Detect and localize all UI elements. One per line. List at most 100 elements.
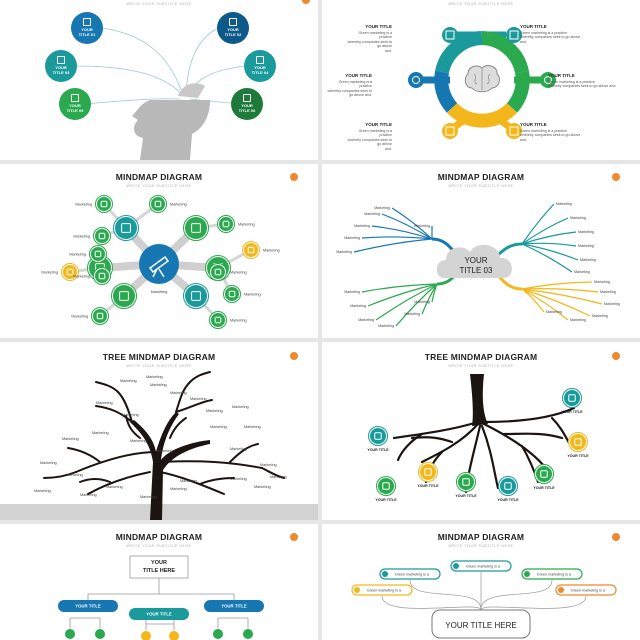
label-text: Marketing [350, 304, 366, 308]
sub-branch [521, 231, 577, 245]
label-text: Marketing [592, 314, 608, 318]
root-branch [410, 436, 454, 444]
slide-5[interactable]: TREE MINDMAP DIAGRAM WRITE YOUR SUBTITLE… [0, 342, 318, 520]
item-title: YOUR TITLE [365, 122, 392, 127]
page-indicator [612, 173, 620, 181]
title-node[interactable]: YOUR TITLE 04 [244, 50, 276, 82]
label-text: Marketing [151, 290, 168, 294]
pill-box [450, 560, 512, 572]
node-icon [382, 482, 390, 490]
chat-icon [243, 94, 251, 102]
slide-8[interactable]: MINDMAP DIAGRAM WRITE YOUR SUBTITLE HERE… [322, 524, 640, 640]
slide-7[interactable]: MINDMAP DIAGRAM WRITE YOUR SUBTITLE HERE… [0, 524, 318, 640]
item-title: YOUR TITLE [548, 73, 575, 78]
label-text: YOUR TITLE [375, 498, 397, 502]
tree-branch [43, 471, 77, 479]
label-text: YOUR TITLE [567, 454, 589, 458]
slide-3[interactable]: MINDMAP DIAGRAM WRITE YOUR SUBTITLE HERE… [0, 164, 318, 338]
label-text: Marketing [75, 203, 92, 207]
node-icon [98, 232, 106, 240]
node-icon [568, 394, 576, 402]
sub-branch [421, 283, 438, 315]
kid-node [213, 629, 223, 639]
label-text: Marketing [40, 461, 57, 465]
title-node[interactable]: YOUR TITLE 05 [59, 88, 91, 120]
telescope-icon [148, 255, 170, 278]
label-text: Marketing [578, 230, 594, 234]
label-text: Marketing [604, 302, 620, 306]
item-title: YOUR TITLE [345, 73, 372, 78]
title-node[interactable]: YOUR TITLE 01 [71, 12, 103, 44]
node-icon [94, 250, 102, 258]
node-circle [185, 285, 207, 307]
pill-box [351, 584, 413, 596]
label-text: YOUR TITLE [417, 484, 439, 488]
label-text: Green marketing is a [466, 564, 501, 568]
label-text: Marketing [263, 249, 280, 253]
root-branch [482, 406, 576, 424]
gear-icon [71, 94, 79, 102]
kid-node [141, 631, 151, 640]
node-label: YOUR TITLE 01 [78, 27, 96, 37]
label-text: YOUR TITLE [561, 410, 583, 414]
node-label: YOUR TITLE 06 [238, 103, 256, 113]
label-text: YOUR TITLE [75, 604, 101, 609]
node-circle [113, 285, 135, 307]
item-title: YOUR TITLE [520, 122, 547, 127]
tree-branch [199, 477, 235, 485]
node-icon [100, 200, 108, 208]
branch-pill [204, 600, 264, 612]
root-branch [482, 422, 546, 468]
label-text: Marketing [230, 271, 247, 275]
label-text: Marketing [230, 447, 247, 451]
sub-branch [391, 207, 433, 240]
head-silhouette [132, 100, 210, 160]
label-text: Marketing [556, 202, 572, 206]
document-icon [83, 18, 91, 26]
slide-4[interactable]: MINDMAP DIAGRAM WRITE YOUR SUBTITLE HERE… [322, 164, 640, 338]
node-circle [564, 390, 580, 406]
sub-branch [521, 288, 569, 321]
node-icon [574, 438, 582, 446]
node-circle [225, 287, 239, 301]
root-branch [502, 432, 564, 440]
root-trunk [470, 374, 488, 426]
title-node[interactable]: YOUR TITLE 03 [45, 50, 77, 82]
branch-pill [129, 608, 189, 620]
tree-branch [125, 415, 141, 439]
node-label: YOUR TITLE 02 [224, 27, 242, 37]
label-text: Marketing [73, 275, 90, 279]
label-text: Marketing [354, 224, 370, 228]
label-text: Marketing [156, 449, 173, 453]
label-text: Marketing [73, 235, 90, 239]
slide-title: TREE MINDMAP DIAGRAM [424, 352, 538, 362]
label-text: Marketing [230, 319, 247, 323]
label-text: Marketing [206, 409, 223, 413]
pill-dot [354, 587, 360, 593]
title-node[interactable]: YOUR TITLE 06 [231, 88, 263, 120]
sub-branch [521, 243, 573, 273]
sub-branch [361, 236, 433, 240]
pill-dot [558, 587, 564, 593]
sub-branch [521, 288, 591, 317]
label-text: Marketing [594, 280, 610, 284]
label-text: Marketing [570, 216, 586, 220]
cloud-mindmap: MarketingMarketingMarketingMarketingMark… [336, 202, 620, 328]
node-icon [121, 223, 131, 233]
label-text: YOUR TITLE [367, 448, 389, 452]
label-text: Marketing [574, 270, 590, 274]
item-text: Green marketing is a practice whereby co… [347, 128, 392, 151]
label-text: Marketing [364, 212, 380, 216]
slide-6[interactable]: TREE MINDMAP DIAGRAM WRITE YOUR SUBTITLE… [322, 342, 640, 520]
label-text: Marketing [600, 290, 616, 294]
node-circle [211, 265, 225, 279]
root-branch [420, 422, 480, 464]
kid-node [95, 629, 105, 639]
root-branch [396, 432, 424, 462]
title-node[interactable]: YOUR TITLE 02 [217, 12, 249, 44]
sub-branch [375, 283, 438, 321]
